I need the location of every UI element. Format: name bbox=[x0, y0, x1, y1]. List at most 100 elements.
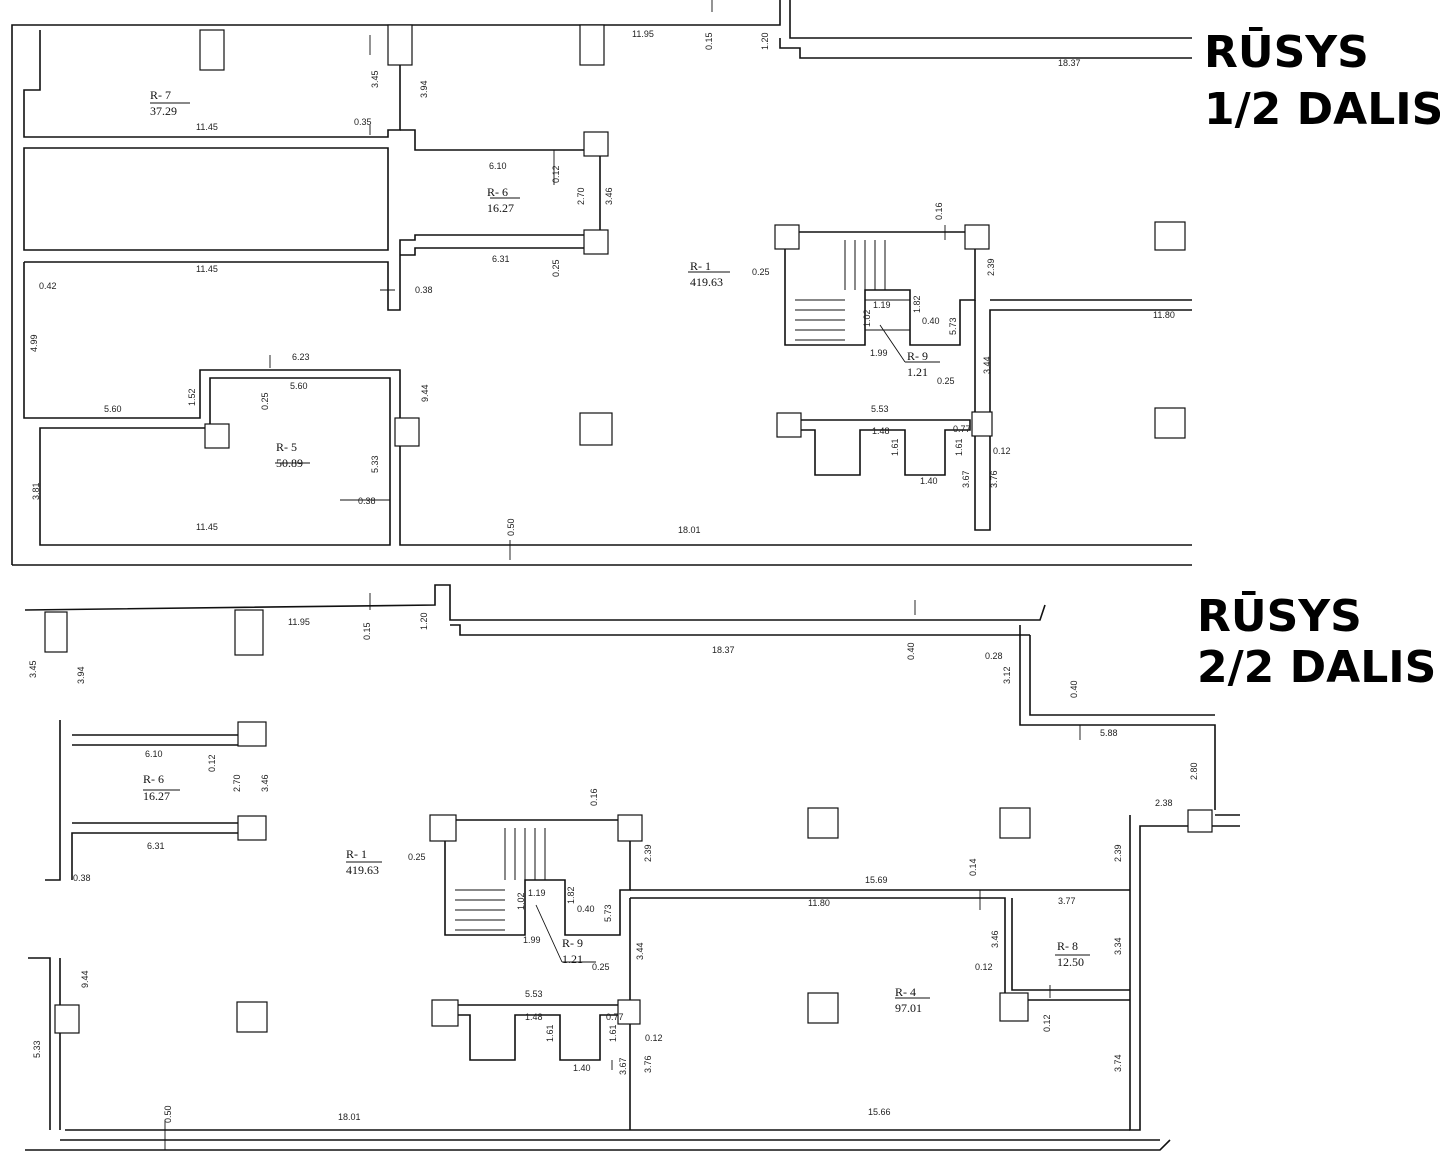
inner-wall bbox=[789, 419, 971, 476]
dimension-label: 5.60 bbox=[104, 404, 122, 414]
dimension-label: 6.10 bbox=[145, 749, 163, 759]
column bbox=[964, 224, 990, 250]
dimension-label: 1.02 bbox=[516, 892, 526, 910]
dimension-label: 0.25 bbox=[260, 392, 270, 410]
dimension-label: 2.70 bbox=[576, 187, 586, 205]
dimension-label: 1.99 bbox=[523, 935, 541, 945]
dimension-label: 0.38 bbox=[358, 496, 376, 506]
dimension-label: 5.33 bbox=[370, 455, 380, 473]
dimension-label: 0.16 bbox=[934, 202, 944, 220]
dimension-label: 5.33 bbox=[32, 1040, 42, 1058]
inner-wall bbox=[39, 377, 391, 546]
dimension-label: 0.12 bbox=[207, 754, 217, 772]
column bbox=[237, 721, 267, 747]
dimension-label: 3.94 bbox=[419, 80, 429, 98]
dimension-label: 3.45 bbox=[28, 660, 38, 678]
part-2-title-line-2: 2/2 DALIS bbox=[1197, 642, 1436, 693]
dimension-label: 3.46 bbox=[990, 930, 1000, 948]
dimension-label: 0.15 bbox=[704, 32, 714, 50]
dimension-label: 0.15 bbox=[362, 622, 372, 640]
dimension-lines bbox=[143, 593, 1090, 1150]
dimension-label: 0.35 bbox=[354, 117, 372, 127]
dimension-label: 2.39 bbox=[643, 844, 653, 862]
column bbox=[1154, 407, 1186, 439]
dimension-label: 1.19 bbox=[528, 888, 546, 898]
column bbox=[617, 999, 641, 1025]
inner-wall bbox=[23, 262, 1192, 546]
column bbox=[579, 24, 605, 66]
room-r1-area: 419.63 bbox=[346, 863, 379, 877]
part-1-labels: R- 7 37.29 R- 6 16.27 R- 1 419.63 R- 9 1… bbox=[29, 29, 1175, 536]
room-r9-id: R- 9 bbox=[907, 349, 928, 363]
dimension-label: 2.39 bbox=[986, 258, 996, 276]
dimension-label: 3.12 bbox=[1002, 666, 1012, 684]
dimension-label: 2.39 bbox=[1113, 844, 1123, 862]
inner-wall bbox=[1019, 625, 1216, 810]
dimension-label: 1.19 bbox=[873, 300, 891, 310]
dimension-label: 1.61 bbox=[608, 1024, 618, 1042]
dimension-label: 3.44 bbox=[635, 942, 645, 960]
inner-wall bbox=[23, 147, 389, 251]
dimension-label: 3.67 bbox=[961, 470, 971, 488]
dimension-label: 1.61 bbox=[545, 1024, 555, 1042]
dimension-label: 0.25 bbox=[408, 852, 426, 862]
column bbox=[579, 412, 613, 446]
column bbox=[807, 807, 839, 839]
stair-treads bbox=[455, 828, 546, 931]
dimension-label: 2.80 bbox=[1189, 762, 1199, 780]
dimension-lines bbox=[150, 0, 946, 560]
dimension-label: 11.80 bbox=[808, 898, 830, 908]
plan-part-2 bbox=[24, 584, 1240, 1151]
dimension-label: 18.37 bbox=[712, 645, 735, 655]
dimension-label: 3.67 bbox=[618, 1057, 628, 1075]
room-r7-area: 37.29 bbox=[150, 104, 177, 118]
column bbox=[429, 814, 457, 842]
inner-wall bbox=[629, 889, 1130, 1130]
dimension-label: 1.48 bbox=[872, 426, 890, 436]
dimension-label: 0.25 bbox=[551, 259, 561, 277]
plan-part-1 bbox=[11, 0, 1192, 566]
room-r9-id: R- 9 bbox=[562, 936, 583, 950]
dimension-label: 5.60 bbox=[290, 381, 308, 391]
room-r1-area: 419.63 bbox=[690, 275, 723, 289]
column bbox=[617, 814, 643, 842]
column bbox=[999, 992, 1029, 1022]
dimension-label: 1.99 bbox=[870, 348, 888, 358]
column bbox=[54, 1004, 80, 1034]
dimension-label: 0.12 bbox=[551, 165, 561, 183]
titles: RŪSYS 1/2 DALIS RŪSYS 2/2 DALIS bbox=[1197, 26, 1440, 693]
inner-wall bbox=[23, 30, 401, 138]
dimension-label: 1.40 bbox=[573, 1063, 591, 1073]
room-r6-area: 16.27 bbox=[143, 789, 170, 803]
dimension-label: 2.38 bbox=[1155, 798, 1173, 808]
column bbox=[204, 423, 230, 449]
dimension-label: 5.53 bbox=[871, 404, 889, 414]
column bbox=[1154, 221, 1186, 251]
room-r6-area: 16.27 bbox=[487, 201, 514, 215]
dimension-label: 5.73 bbox=[603, 904, 613, 922]
dimension-label: 3.77 bbox=[1058, 896, 1076, 906]
dimension-label: 0.40 bbox=[922, 316, 940, 326]
dimension-label: 0.12 bbox=[645, 1033, 663, 1043]
dimension-label: 1.20 bbox=[419, 612, 429, 630]
dimension-label: 0.12 bbox=[975, 962, 993, 972]
part-1-title-line-1: RŪSYS bbox=[1204, 26, 1369, 78]
dimension-label: 3.94 bbox=[76, 666, 86, 684]
dimension-label: 15.69 bbox=[865, 875, 888, 885]
dimension-label: 0.16 bbox=[589, 788, 599, 806]
dimension-label: 6.31 bbox=[492, 254, 510, 264]
dimension-label: 3.34 bbox=[1113, 937, 1123, 955]
dimension-label: 11.95 bbox=[632, 29, 654, 39]
dimension-label: 0.50 bbox=[163, 1105, 173, 1123]
stair-wall bbox=[444, 819, 631, 936]
dimension-label: 18.01 bbox=[678, 525, 701, 535]
dimension-label: 3.46 bbox=[260, 774, 270, 792]
dimension-label: 1.61 bbox=[890, 438, 900, 456]
dimension-label: 2.70 bbox=[232, 774, 242, 792]
dimension-label: 1.82 bbox=[912, 295, 922, 313]
part-2-title-line-1: RŪSYS bbox=[1197, 590, 1362, 642]
inner-wall bbox=[28, 957, 61, 1130]
dimension-label: 11.45 bbox=[196, 264, 218, 274]
column bbox=[807, 992, 839, 1024]
dimension-label: 0.28 bbox=[985, 651, 1003, 661]
